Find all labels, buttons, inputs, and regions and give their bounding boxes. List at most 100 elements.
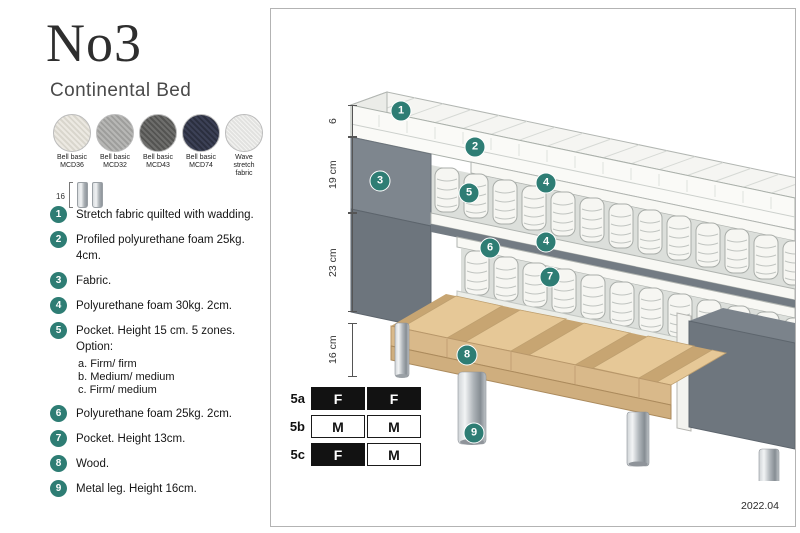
pocket-springs-upper (431, 165, 795, 289)
feature-text: Pocket. Height 13cm. (76, 433, 186, 445)
callout-7: 7 (539, 266, 561, 288)
feature-number-badge: 1 (50, 206, 67, 223)
firmness-row-5b: 5b M M (281, 415, 421, 438)
fabric-swatch-icon (139, 114, 177, 152)
swatch-name: Bell basic (186, 154, 216, 161)
feature-text: Wood. (76, 458, 110, 470)
dimension-leg-16cm: 16 cm (327, 323, 357, 377)
feature-option: a. Firm/ firm (78, 358, 137, 370)
swatch-name: Bell basic (57, 154, 87, 161)
feature-item-2: 2 Profiled polyurethane foam 25kg. 4cm. (50, 231, 272, 264)
feature-list: 1 Stretch fabric quilted with wadding. 2… (50, 206, 272, 505)
swatch-code: MCD32 (103, 162, 127, 169)
swatch-name: Wave (235, 154, 253, 161)
dimension-label: 6 (327, 118, 339, 124)
feature-text: Polyurethane foam 25kg. 2cm. (76, 408, 232, 420)
feature-text: Metal leg. Height 16cm. (76, 483, 197, 495)
callout-4-upper: 4 (535, 172, 557, 194)
dimension-line (348, 105, 357, 137)
fabric-swatch: Wave stretch fabric (224, 114, 264, 178)
callout-4-lower: 4 (535, 231, 557, 253)
firmness-table: M M (311, 415, 421, 438)
feature-number-badge: 3 (50, 272, 67, 289)
metal-leg (394, 322, 410, 378)
feature-number-badge: 9 (50, 480, 67, 497)
metal-leg-icon (91, 182, 103, 208)
metal-leg (626, 411, 650, 467)
callout-8: 8 (456, 344, 478, 366)
dimension-line (348, 213, 357, 312)
firmness-row-5a: 5a F F (281, 387, 421, 410)
feature-item-3: 3 Fabric. (50, 272, 272, 289)
dimension-label: 19 cm (327, 160, 339, 190)
callout-5: 5 (458, 182, 480, 204)
fabric-swatch: Bell basic MCD74 (181, 114, 221, 178)
leg-height-bracket (68, 182, 73, 208)
leg-height-value: 16 (56, 192, 65, 201)
diagram-panel: 1 2 3 4 5 4 6 7 8 9 6 19 cm 23 cm 16 cm … (270, 8, 796, 527)
feature-number-badge: 2 (50, 231, 67, 248)
fabric-swatch-icon (96, 114, 134, 152)
swatch-code: MCD36 (60, 162, 84, 169)
lower-box-top-edge (431, 224, 795, 308)
revision-date: 2022.04 (741, 500, 779, 512)
callout-2: 2 (464, 136, 486, 158)
callout-1: 1 (390, 100, 412, 122)
firmness-row-id: 5b (289, 419, 305, 434)
dimension-label: 23 cm (327, 248, 339, 277)
firmness-table: F F (311, 387, 421, 410)
swatch-name: Bell basic (143, 154, 173, 161)
dimension-label: 16 cm (327, 335, 339, 365)
feature-item-4: 4 Polyurethane foam 30kg. 2cm. (50, 297, 272, 314)
fabric-swatch-icon (225, 114, 263, 152)
dimension-line (348, 323, 357, 377)
fabric-swatch: Bell basic MCD32 (95, 114, 135, 178)
base-box (676, 308, 795, 450)
feature-item-6: 6 Polyurethane foam 25kg. 2cm. (50, 405, 272, 422)
top-mattress-layer (349, 91, 795, 231)
feature-number-badge: 5 (50, 322, 67, 339)
feature-number-badge: 4 (50, 297, 67, 314)
swatch-code: MCD74 (189, 162, 213, 169)
firmness-cell: M (367, 415, 421, 438)
feature-text: Polyurethane foam 30kg. 2cm. (76, 300, 232, 312)
feature-item-8: 8 Wood. (50, 455, 272, 472)
feature-item-9: 9 Metal leg. Height 16cm. (50, 480, 272, 497)
fabric-swatch: Bell basic MCD43 (138, 114, 178, 178)
feature-number-badge: 6 (50, 405, 67, 422)
fabric-swatch-icon (53, 114, 91, 152)
dimension-upper-19cm: 19 cm (327, 137, 357, 213)
fabric-swatch: Bell basic MCD36 (52, 114, 92, 178)
firmness-cell: F (367, 387, 421, 410)
product-title: No3 (46, 13, 142, 73)
leg-height-spec: 16 (56, 182, 103, 208)
feature-item-1: 1 Stretch fabric quilted with wadding. (50, 206, 272, 223)
product-subtitle: Continental Bed (50, 80, 192, 101)
firmness-row-5c: 5c F M (281, 443, 421, 466)
callout-9: 9 (463, 422, 485, 444)
metal-leg-icon (76, 182, 88, 208)
firmness-cell: M (311, 415, 365, 438)
dimension-line (348, 137, 357, 213)
feature-5-options: a. Firm/ firm b. Medium/ medium c. Firm/… (78, 358, 272, 397)
callout-3: 3 (369, 170, 391, 192)
metal-leg (758, 448, 780, 481)
dimension-quilt-6: 6 (327, 105, 357, 137)
swatch-code: MCD43 (146, 162, 170, 169)
firmness-cell: F (311, 443, 365, 466)
firmness-cell: M (367, 443, 421, 466)
swatch-name: Bell basic (100, 154, 130, 161)
fabric-swatch-icon (182, 114, 220, 152)
foam-beam-middle (430, 212, 795, 301)
firmness-table: F M (311, 443, 421, 466)
feature-text: Stretch fabric quilted with wadding. (76, 209, 254, 221)
swatch-code: stretch fabric (233, 162, 255, 177)
callout-6: 6 (479, 237, 501, 259)
foam-beam-lower (456, 236, 795, 319)
feature-text: Profiled polyurethane foam 25kg. 4cm. (76, 234, 245, 262)
feature-option: b. Medium/ medium (78, 371, 175, 383)
firmness-cell: F (311, 387, 365, 410)
feature-text: Pocket. Height 15 cm. 5 zones. Option: (76, 325, 236, 353)
feature-option: c. Firm/ medium (78, 384, 157, 396)
